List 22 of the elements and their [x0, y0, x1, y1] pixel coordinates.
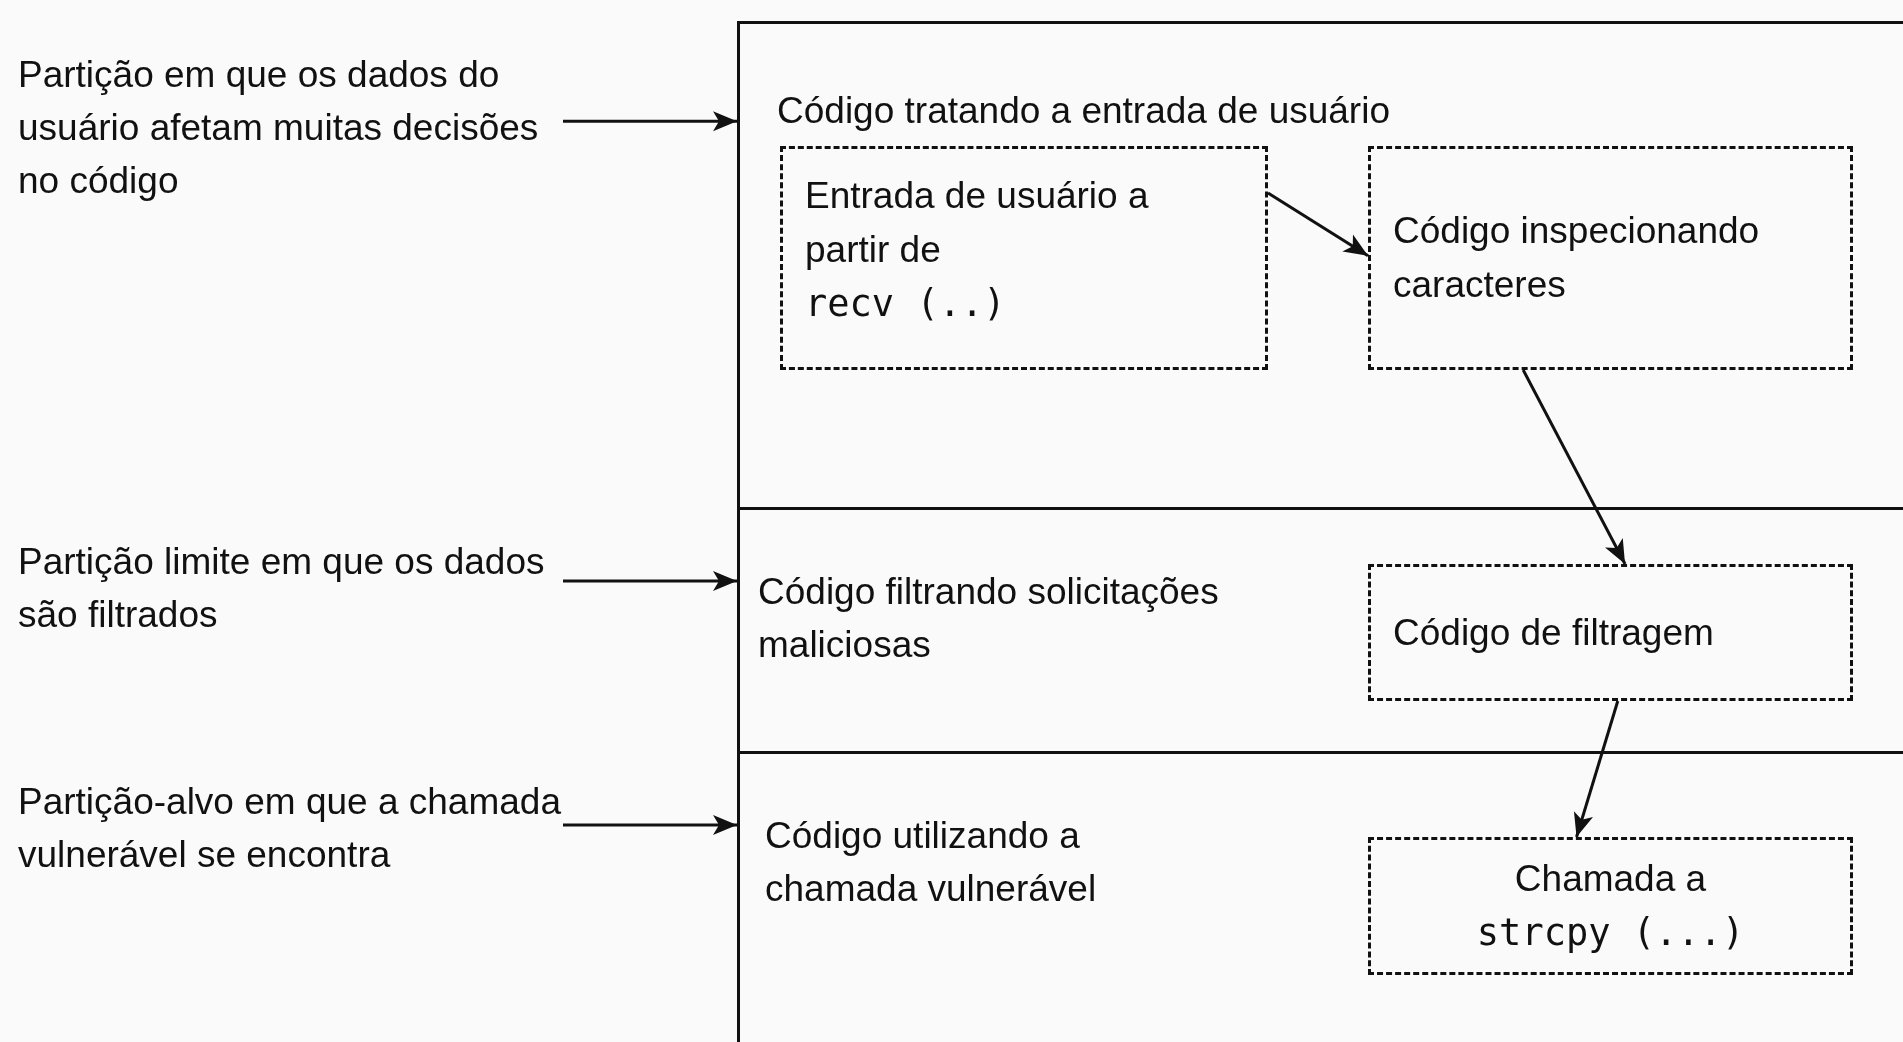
box-text: Código de filtragem [1393, 610, 1714, 655]
box-text: Código inspecionando caracteres [1393, 209, 1761, 307]
dashed-code-box [1368, 146, 1853, 370]
partition-title: Código tratando a entrada de usuário [777, 89, 1391, 133]
arrow [1573, 700, 1620, 838]
arrow [563, 571, 737, 592]
arrow [1267, 191, 1369, 258]
dashed-code-box [780, 146, 1268, 370]
function-call: recv (..) [805, 281, 1006, 327]
dashed-code-box [1368, 564, 1853, 701]
function-call: strcpy (...) [1476, 910, 1745, 956]
arrow [1521, 369, 1627, 565]
partition-label: Partição em que os dados do usuário afetam muitas decisões no código [18, 48, 563, 207]
arrow [563, 815, 737, 836]
arrow [563, 111, 737, 132]
partition-title: Código utilizando a chamada vulnerável [765, 814, 1098, 911]
partition-band [737, 21, 1903, 510]
box-text: Chamada a [1514, 857, 1707, 901]
partition-title: Código filtrando solicitações maliciosas [758, 570, 1220, 667]
dashed-code-box [1368, 837, 1853, 975]
partition-label: Partição limite em que os dados são filtrados [18, 535, 563, 641]
partition-label: Partição-alvo em que a chamada vulnerável se encontra [18, 775, 563, 881]
